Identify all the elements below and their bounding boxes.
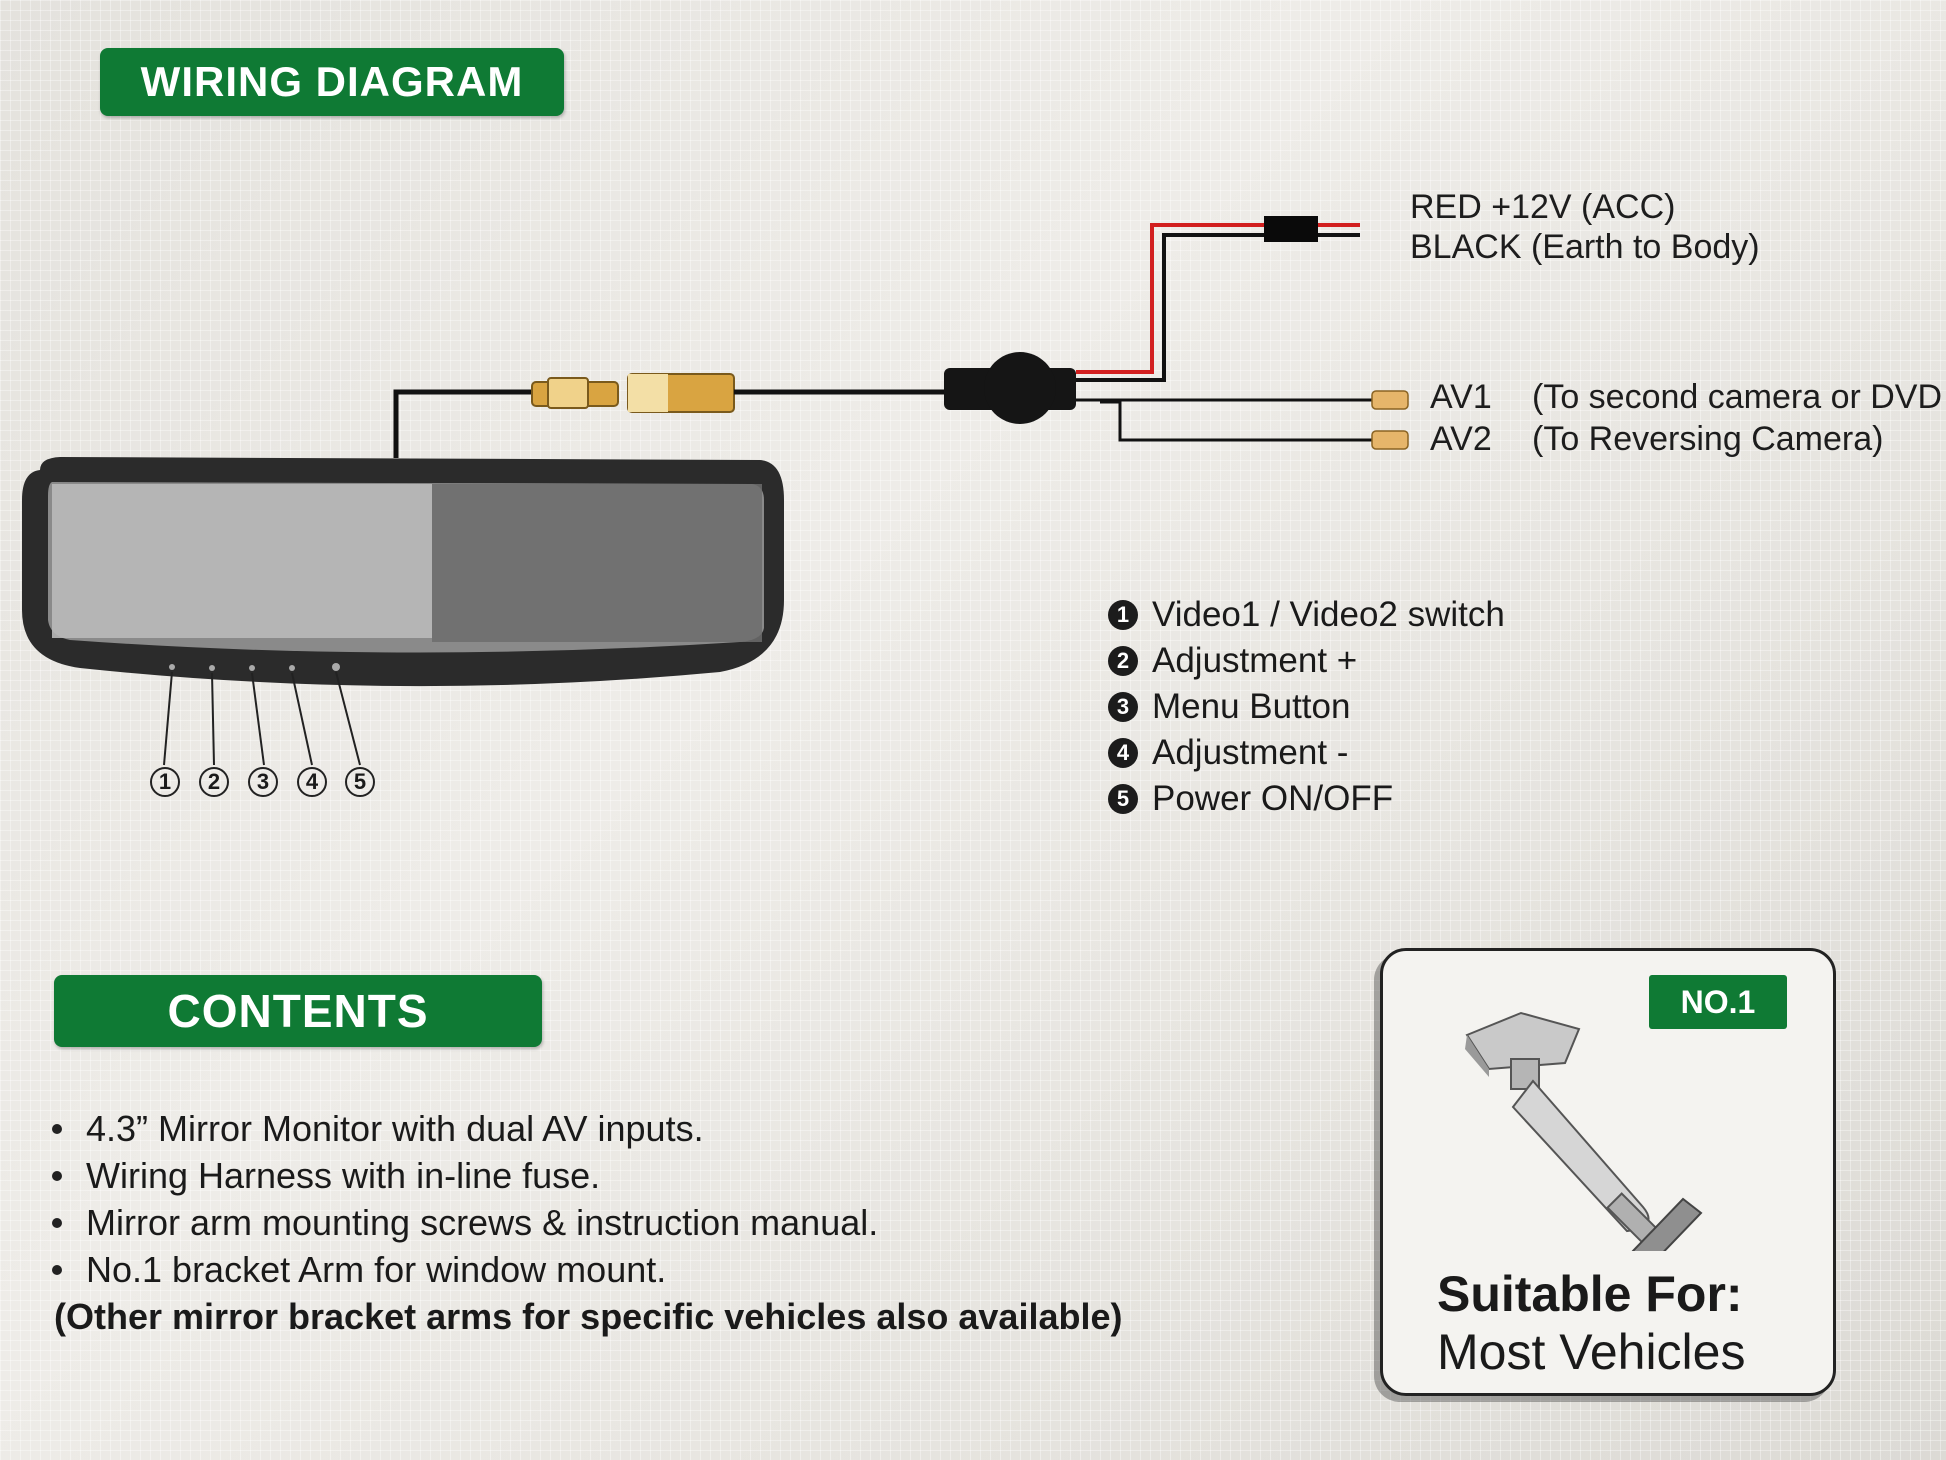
list-item: Mirror arm mounting screws & instruction… [46, 1199, 878, 1246]
av2-wire [1100, 400, 1372, 442]
contents-title: CONTENTS [54, 975, 542, 1047]
bracket-box: NO.1 Suitable For: Most Vehicles [1380, 948, 1836, 1396]
button-leaders [163, 671, 361, 766]
legend-number: 1 [1108, 600, 1138, 630]
mirror-monitor [22, 457, 784, 687]
legend-label: Video1 / Video2 switch [1152, 595, 1505, 634]
black-wire [1076, 233, 1360, 382]
red-wire-label: RED +12V (ACC) [1410, 188, 1676, 226]
red-wire [1076, 223, 1360, 374]
list-item-text: Mirror arm mounting screws & instruction… [86, 1201, 879, 1243]
av1-connector [1371, 390, 1409, 410]
list-item: No.1 bracket Arm for window mount. [46, 1246, 878, 1293]
list-item: Wiring Harness with in-line fuse. [46, 1152, 878, 1199]
legend-label: Power ON/OFF [1152, 779, 1394, 818]
contents-note: (Other mirror bracket arms for specific … [54, 1296, 1123, 1337]
av2-description: (To Reversing Camera) [1532, 420, 1884, 458]
legend-number: 2 [1108, 646, 1138, 676]
list-item-text: No.1 bracket Arm for window mount. [86, 1248, 667, 1290]
button-number-4: 4 [297, 767, 327, 797]
button-number-5: 5 [345, 767, 375, 797]
av2-connector [1371, 430, 1409, 450]
av1-label: AV1 [1430, 378, 1492, 416]
list-item-text: 4.3” Mirror Monitor with dual AV inputs. [86, 1107, 704, 1149]
bracket-arm-icon [1465, 1011, 1703, 1251]
plug-connector [531, 377, 619, 409]
bullet-icon [52, 1264, 62, 1275]
list-item: 4.3” Mirror Monitor with dual AV inputs. [46, 1105, 878, 1152]
button-number-2: 2 [199, 767, 229, 797]
inline-fuse [1264, 216, 1318, 242]
button-legend: 1 Video1 / Video2 switch 2 Adjustment + … [1108, 592, 1505, 822]
no1-badge: NO.1 [1649, 975, 1787, 1029]
legend-item: 5 Power ON/OFF [1108, 776, 1505, 822]
legend-label: Menu Button [1152, 687, 1351, 726]
bullet-icon [52, 1170, 62, 1181]
list-item-text: Wiring Harness with in-line fuse. [86, 1154, 601, 1196]
bullet-icon [52, 1217, 62, 1228]
junction-block [944, 352, 1076, 424]
socket-connector [627, 373, 735, 413]
legend-item: 3 Menu Button [1108, 684, 1505, 730]
bullet-icon [52, 1123, 62, 1134]
legend-number: 4 [1108, 738, 1138, 768]
monitor-cable [393, 389, 538, 458]
legend-item: 4 Adjustment - [1108, 730, 1505, 776]
button-number-1: 1 [150, 767, 180, 797]
av2-label: AV2 [1430, 420, 1492, 458]
suitable-for-label: Suitable For: [1437, 1266, 1743, 1322]
legend-label: Adjustment + [1152, 641, 1358, 680]
legend-item: 1 Video1 / Video2 switch [1108, 592, 1505, 638]
button-number-3: 3 [248, 767, 278, 797]
legend-number: 3 [1108, 692, 1138, 722]
contents-list: 4.3” Mirror Monitor with dual AV inputs.… [46, 1105, 878, 1293]
legend-item: 2 Adjustment + [1108, 638, 1505, 684]
av1-description: (To second camera or DVD [1532, 378, 1943, 416]
black-wire-label: BLACK (Earth to Body) [1410, 228, 1760, 266]
legend-number: 5 [1108, 784, 1138, 814]
suitable-for-value: Most Vehicles [1437, 1324, 1746, 1380]
legend-label: Adjustment - [1152, 733, 1349, 772]
wiring-diagram-title: WIRING DIAGRAM [100, 48, 564, 116]
